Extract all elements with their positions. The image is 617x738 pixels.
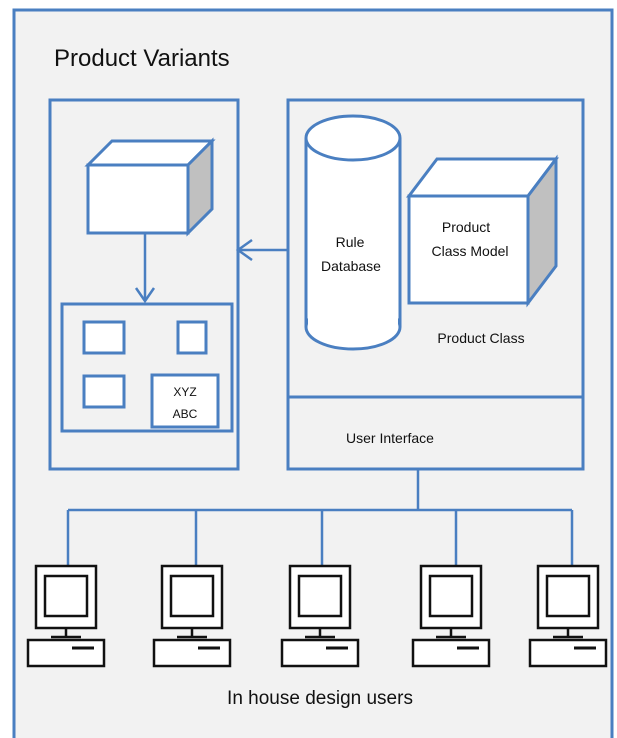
product-class-label: Product Class <box>437 330 524 346</box>
network-connectors <box>66 469 574 566</box>
form-field-3 <box>82 374 126 409</box>
computer-icon <box>280 564 360 668</box>
footer-label: In house design users <box>227 688 413 709</box>
user-interface-label: User Interface <box>346 430 434 446</box>
cube-to-form-arrow <box>134 233 156 304</box>
xyz-label: XYZ <box>173 385 196 399</box>
computer-icon <box>152 564 232 668</box>
rule-database-cylinder <box>304 114 402 351</box>
xyz-abc-field <box>150 373 220 429</box>
product-class-model-label-line2: Class Model <box>431 243 508 259</box>
form-field-1 <box>82 320 126 355</box>
rule-database-label-line2: Database <box>321 258 381 274</box>
product-class-model-label-line1: Product <box>442 219 490 235</box>
computer-icon <box>26 564 106 668</box>
product-class-model-cube <box>405 154 560 308</box>
rule-database-label-line1: Rule <box>336 234 365 250</box>
variant-cube <box>84 137 216 237</box>
abc-label: ABC <box>173 407 198 421</box>
computer-icon <box>528 564 608 668</box>
diagram-title: Product Variants <box>54 45 230 72</box>
computer-icon <box>411 564 491 668</box>
form-field-2 <box>176 320 208 355</box>
